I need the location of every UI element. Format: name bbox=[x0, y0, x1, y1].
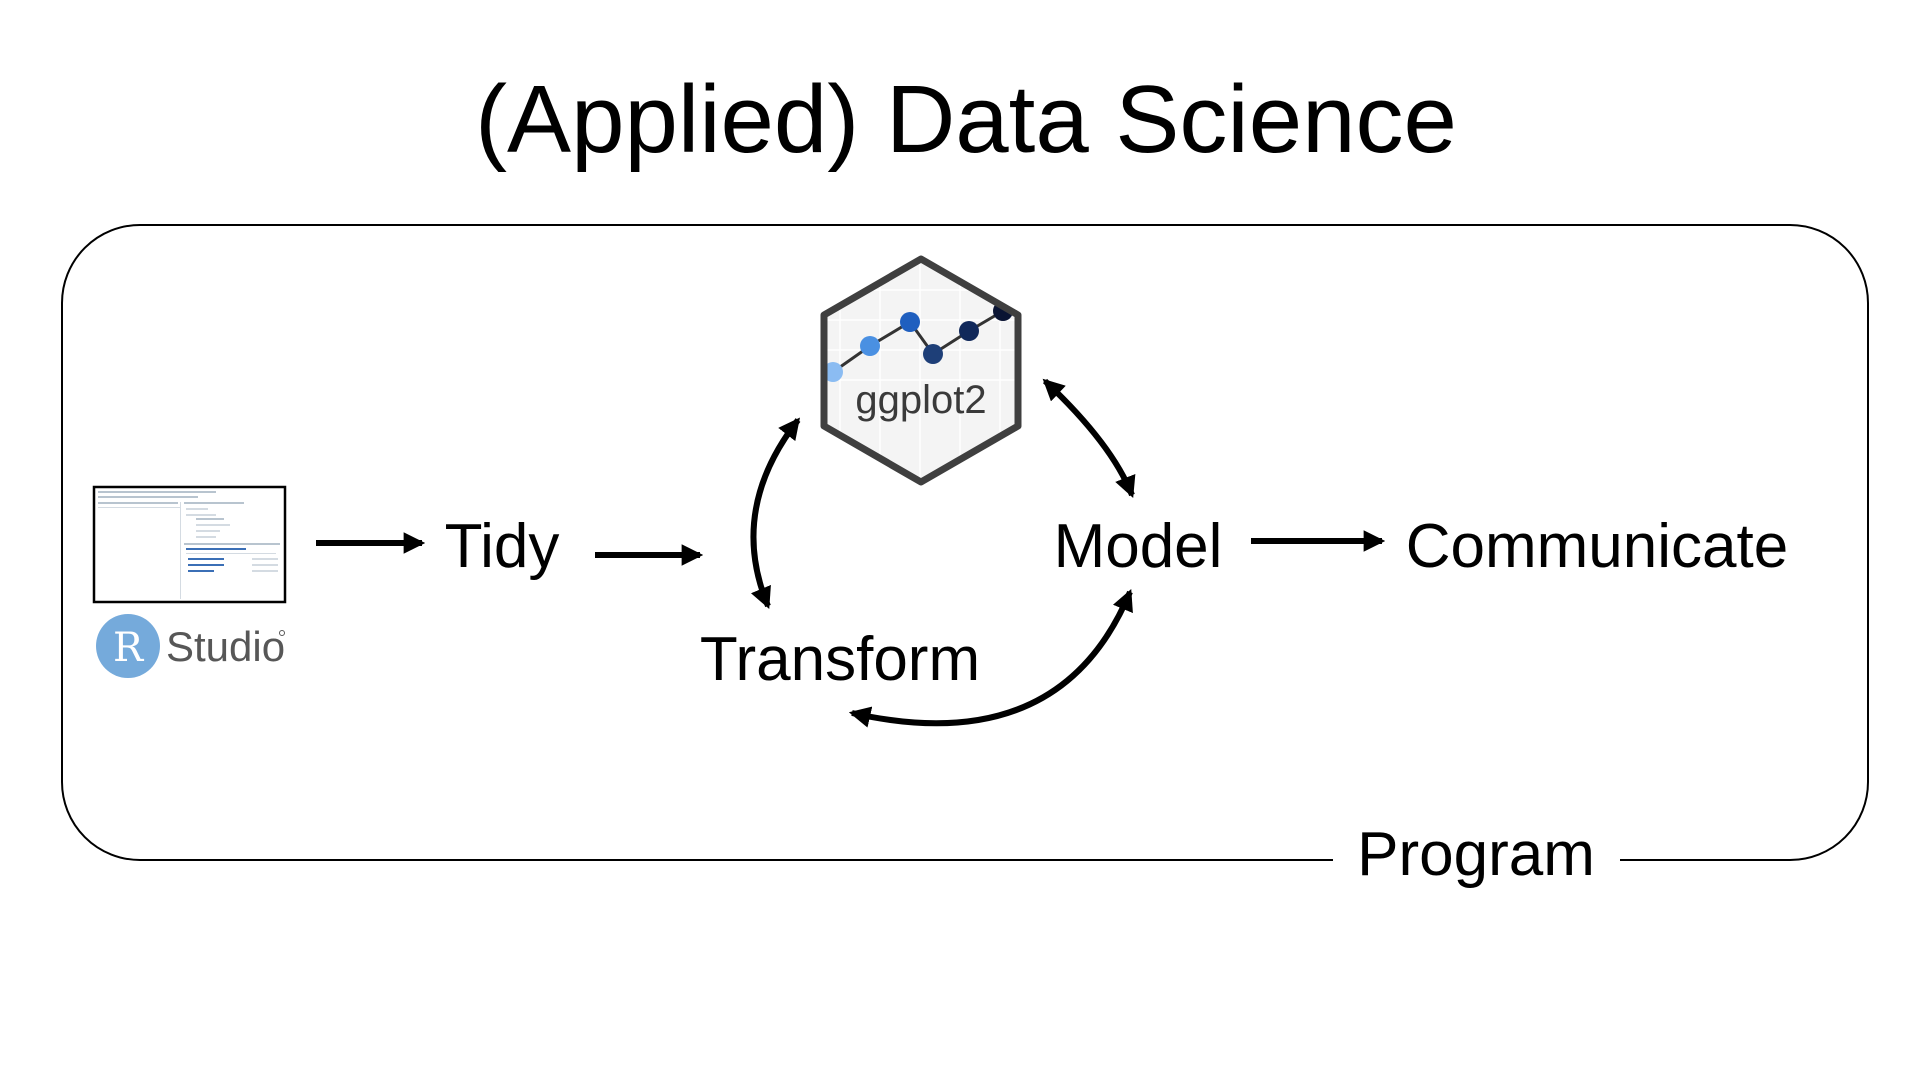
step-transform: Transform bbox=[700, 625, 980, 694]
ggplot-point bbox=[860, 336, 880, 356]
ggplot-point bbox=[923, 344, 943, 364]
step-model: Model bbox=[1054, 512, 1223, 581]
arrow-model-to-transform bbox=[848, 589, 1133, 728]
rstudio-circle-icon bbox=[96, 614, 160, 678]
rstudio-logo-text: Studio bbox=[166, 623, 285, 670]
arrow-transform-to-visualise bbox=[750, 417, 801, 609]
rstudio-logo-letter: R bbox=[113, 625, 145, 671]
step-tidy: Tidy bbox=[445, 512, 560, 581]
program-label: Program bbox=[1357, 820, 1595, 889]
rstudio-logo: R Studio bbox=[96, 614, 285, 678]
ggplot2-hex-logo: ggplot2 bbox=[820, 255, 1022, 486]
rstudio-window-thumbnail bbox=[92, 485, 287, 604]
page-title: (Applied) Data Science bbox=[475, 66, 1457, 173]
step-communicate: Communicate bbox=[1406, 512, 1788, 581]
arrow-visualise-to-model bbox=[1042, 378, 1136, 499]
program-frame bbox=[61, 224, 1869, 861]
ggplot-point bbox=[959, 321, 979, 341]
ggplot-point bbox=[900, 312, 920, 332]
ggplot-point bbox=[824, 362, 843, 382]
ggplot2-logo-text: ggplot2 bbox=[855, 378, 986, 422]
